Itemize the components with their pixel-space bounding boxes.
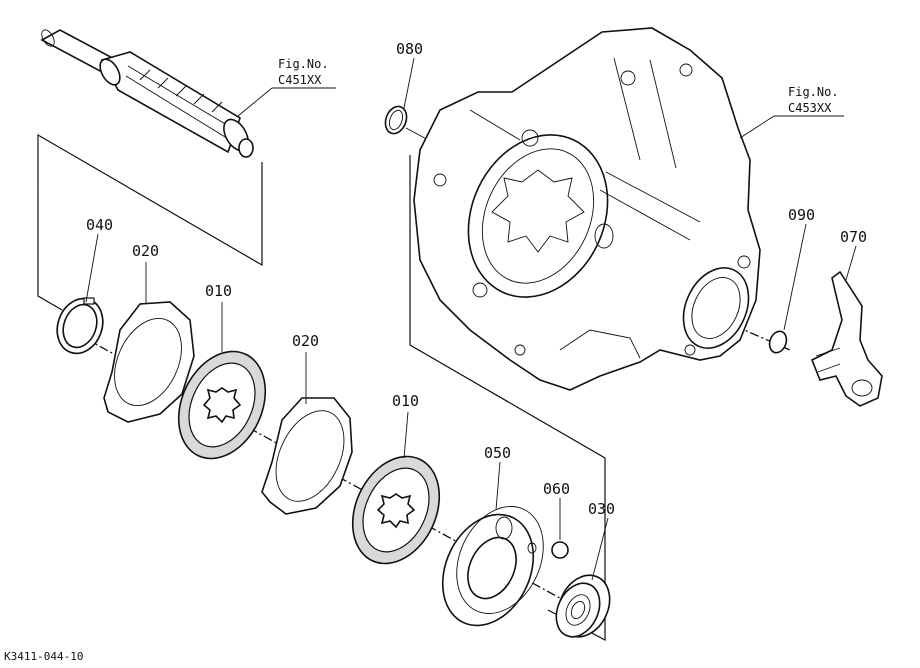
part-label-070: 070: [840, 228, 867, 246]
fig-ref-title-c453: Fig.No.: [788, 85, 839, 99]
diagram-code: K3411-044-10: [4, 650, 83, 663]
shaft-group-bracket: [37, 133, 263, 311]
steel-plate-020-b: [261, 397, 353, 515]
part-label-090: 090: [788, 206, 815, 224]
part-label-010-b: 010: [392, 392, 419, 410]
part-label-020-a: 020: [132, 242, 159, 260]
friction-disc-010-a: [177, 350, 267, 460]
spline-shaft: [40, 29, 254, 158]
fig-ref-title-c451: Fig.No.: [278, 57, 329, 71]
transmission-case: [413, 27, 761, 391]
leader-c453: [739, 115, 775, 139]
leader-c451: [237, 87, 273, 117]
steel-plate-020-a: [103, 301, 195, 423]
part-label-040: 040: [86, 216, 113, 234]
part-label-010-a: 010: [205, 282, 232, 300]
circlip-040: [56, 297, 104, 355]
fig-ref-number-c451: C451XX: [278, 73, 322, 87]
ball-bearing-030: [555, 574, 611, 638]
part-label-050: 050: [484, 444, 511, 462]
part-label-060: 060: [543, 480, 570, 498]
o-ring-090: [768, 330, 788, 354]
fig-ref-number-c453: C453XX: [788, 101, 832, 115]
snap-ring-080: [384, 105, 408, 135]
pressure-ring-050: [441, 506, 544, 627]
part-label-080: 080: [396, 40, 423, 58]
friction-disc-010-b: [351, 455, 441, 565]
shift-arm-070: [810, 270, 883, 407]
part-label-020-b: 020: [292, 332, 319, 350]
part-label-030: 030: [588, 500, 615, 518]
steel-ball-060: [551, 541, 569, 559]
